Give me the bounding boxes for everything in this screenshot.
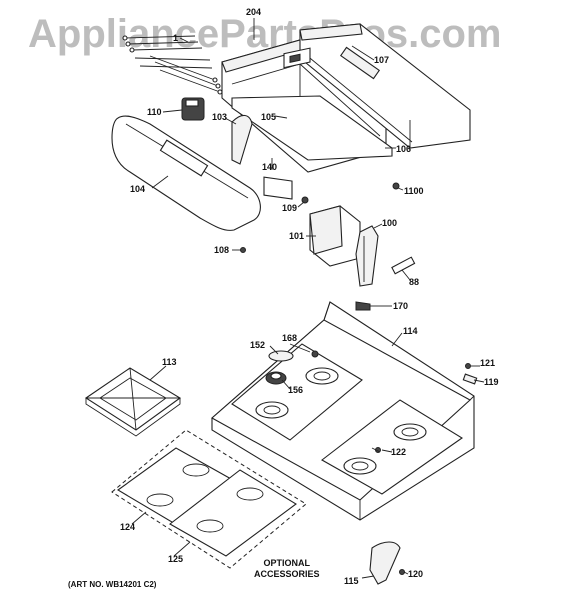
label-119: 119 — [484, 377, 499, 387]
label-122: 122 — [391, 447, 407, 457]
label-125: 125 — [168, 554, 184, 564]
leader-lines — [131, 18, 485, 579]
control-module-part — [181, 97, 205, 121]
burner-cap-152-part — [268, 350, 294, 362]
label-109: 109 — [282, 203, 298, 213]
drip-tray-125-part — [169, 469, 297, 557]
label-104: 104 — [130, 184, 146, 194]
back-panel-part — [299, 23, 471, 149]
switch-105-part — [283, 47, 311, 69]
bracket-115-part — [369, 541, 401, 585]
label-105: 105 — [261, 112, 277, 122]
screw-109-part — [301, 196, 309, 204]
control-panel-104-part — [111, 115, 261, 231]
wire-harness-part — [122, 35, 223, 95]
label-140: 140 — [262, 162, 278, 172]
grate-113-part — [85, 367, 181, 437]
label-1100: 1100 — [404, 186, 424, 196]
label-168: 168 — [282, 333, 298, 343]
optional-line-2: ACCESSORIES — [254, 569, 320, 579]
strap-103-part — [231, 114, 253, 165]
label-100: 100 — [382, 218, 398, 228]
bracket-106-part — [231, 95, 393, 161]
cooktop-114-part — [211, 301, 475, 521]
label-113: 113 — [162, 357, 177, 367]
label-156: 156 — [288, 385, 304, 395]
watermark-text: AppliancePartsPros.com — [28, 12, 502, 56]
label-101: 101 — [289, 231, 305, 241]
label-114: 114 — [403, 326, 418, 336]
label-1: 1 — [173, 33, 179, 43]
label-204: 204 — [246, 7, 262, 17]
label-115: 115 — [344, 576, 359, 586]
label-107: 107 — [374, 55, 390, 65]
bracket-101-part — [309, 205, 361, 267]
label-120: 120 — [408, 569, 424, 579]
optional-accessories-caption: OPTIONAL ACCESSORIES — [254, 558, 320, 580]
optional-accessories-outline — [111, 429, 307, 569]
hinge-119-part — [462, 373, 478, 385]
label-106: 106 — [396, 144, 412, 154]
label-108: 108 — [214, 245, 230, 255]
burner-head-156-part — [265, 371, 287, 385]
screw-108-part — [240, 247, 246, 253]
label-110: 110 — [147, 107, 162, 117]
screw-1100-part — [392, 182, 400, 190]
bracket-100-part — [355, 225, 379, 287]
clip-88-part — [391, 256, 416, 275]
label-152: 152 — [250, 340, 266, 350]
screw-120-part — [399, 569, 405, 575]
label-170: 170 — [393, 301, 409, 311]
label-88: 88 — [409, 277, 420, 287]
igniter-168-part — [311, 350, 319, 358]
screw-121-part — [465, 363, 471, 369]
electrode-122-part — [371, 447, 381, 453]
label-124: 124 — [120, 522, 136, 532]
label-103: 103 — [212, 112, 228, 122]
plate-140-part — [263, 176, 293, 200]
optional-line-1: OPTIONAL — [263, 558, 311, 568]
screw-170-part — [355, 301, 380, 311]
label-121: 121 — [480, 358, 496, 368]
art-number: (ART NO. WB14201 C2) — [68, 580, 157, 589]
